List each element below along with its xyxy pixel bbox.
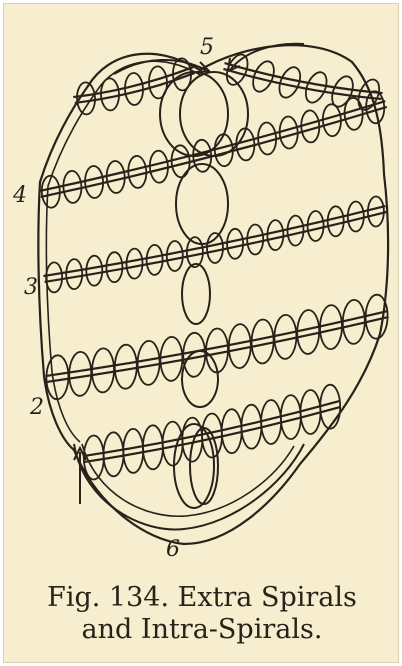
band-loop <box>348 201 364 231</box>
central-chain <box>160 72 248 508</box>
band-loop <box>249 58 278 94</box>
band-loop <box>84 166 103 199</box>
band-strand <box>43 206 385 276</box>
label-4: 4 <box>12 183 27 208</box>
band-strand <box>39 101 385 191</box>
band-loop <box>167 241 183 271</box>
band-loop <box>63 171 82 204</box>
band-loop <box>100 78 119 111</box>
band-loop <box>171 145 190 178</box>
caption-line-1: Fig. 134. Extra Spirals <box>4 582 400 614</box>
band-loop <box>251 319 274 363</box>
band-top-left <box>73 58 194 115</box>
band-loop <box>149 150 168 183</box>
band-loop <box>114 344 137 388</box>
band-loop <box>279 116 298 149</box>
band-loop <box>103 432 123 476</box>
band-loop <box>222 409 242 453</box>
spiral-drawing: 5 4 3 2 6 <box>4 4 400 574</box>
band-loop <box>320 305 343 349</box>
band-loop <box>301 110 320 143</box>
band-loop <box>137 341 160 385</box>
figure-plate: 5 4 3 2 6 Fig. 134. Extra Spirals and In… <box>3 3 399 663</box>
band-loop <box>287 216 303 246</box>
label-2: 2 <box>29 395 44 420</box>
band-loop <box>247 224 263 254</box>
band-loop <box>275 64 304 100</box>
band-loop <box>160 337 183 381</box>
label-5: 5 <box>200 35 214 60</box>
band-loop <box>241 405 261 449</box>
band-loop <box>261 400 281 444</box>
spiral-bands <box>39 51 388 479</box>
band-loop <box>143 425 163 469</box>
band-loop <box>274 315 297 359</box>
band-loop <box>300 390 320 434</box>
band-loop <box>86 256 102 286</box>
caption-line-2: and Intra-Spirals. <box>4 614 400 646</box>
band-loop <box>46 262 62 292</box>
band-3 <box>43 196 386 292</box>
band-loop <box>163 422 183 466</box>
lower-loop <box>74 444 304 530</box>
band-loop <box>267 220 283 250</box>
figure-caption: Fig. 134. Extra Spirals and Intra-Spiral… <box>4 582 400 646</box>
label-6: 6 <box>166 537 180 562</box>
band-loop <box>124 73 143 106</box>
band-loop <box>307 211 323 241</box>
band-loop <box>183 333 206 377</box>
band-strand <box>223 69 381 99</box>
label-3: 3 <box>24 275 38 300</box>
band-loop <box>302 69 331 105</box>
band-loop <box>281 395 301 439</box>
band-loop <box>106 252 122 282</box>
band-loop <box>228 324 251 368</box>
band-loop <box>66 259 82 289</box>
band-loop <box>257 122 276 155</box>
band-loop <box>365 294 388 338</box>
band-loop <box>320 385 340 429</box>
band-loop <box>328 206 344 236</box>
arrow-right-5 <box>230 44 304 70</box>
band-loop <box>128 156 147 189</box>
band-loop <box>123 429 143 473</box>
band-loop <box>368 196 384 226</box>
band-strand <box>41 107 387 197</box>
band-loop <box>297 310 320 354</box>
band-loop <box>126 249 142 279</box>
band-loop <box>227 229 243 259</box>
band-loop <box>146 245 162 275</box>
band-loop <box>342 300 365 344</box>
spiral-illustration: 5 4 3 2 6 <box>4 4 400 574</box>
band-loop <box>69 352 92 396</box>
band-strand <box>45 212 387 282</box>
band-loop <box>92 348 115 392</box>
band-loop <box>46 355 69 399</box>
band-loop <box>106 161 125 194</box>
band-4 <box>39 91 387 208</box>
